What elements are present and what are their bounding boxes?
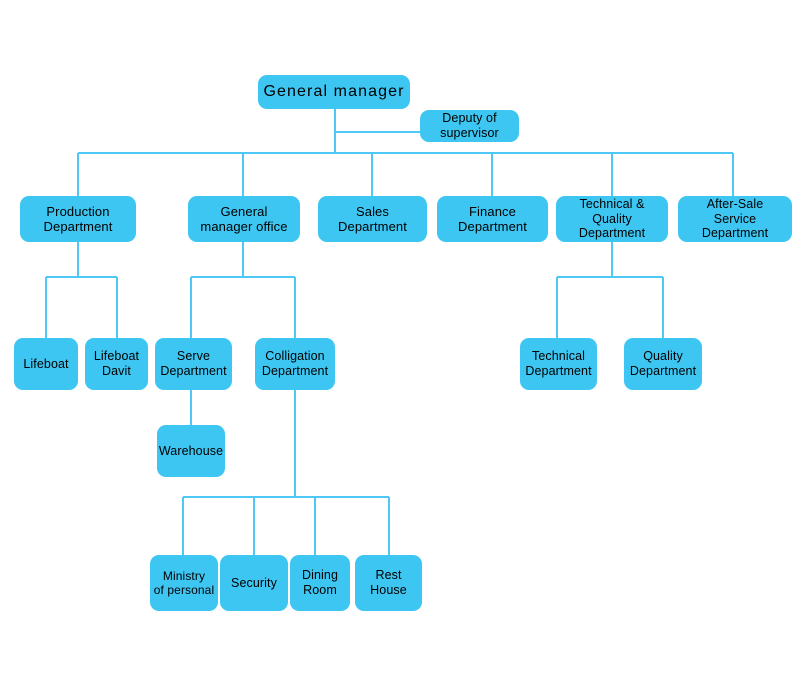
- node-quality-department-label: Quality Department: [629, 349, 697, 378]
- node-rest-house[interactable]: Rest House: [355, 555, 422, 611]
- node-general-manager-office-label: General manager office: [200, 203, 288, 234]
- node-general-manager-label: General manager: [263, 82, 405, 100]
- node-ministry-of-personal-label: Ministry of personal: [153, 568, 215, 597]
- node-colligation-department[interactable]: Colligation Department: [255, 338, 335, 390]
- node-security[interactable]: Security: [220, 555, 288, 611]
- node-lifeboat-davit[interactable]: Lifeboat Davit: [85, 338, 148, 390]
- node-general-manager-office[interactable]: General manager office: [188, 196, 300, 242]
- node-dining-room-label: Dining Room: [301, 568, 339, 597]
- node-dining-room[interactable]: Dining Room: [290, 555, 350, 611]
- node-colligation-department-label: Colligation Department: [261, 349, 329, 378]
- node-technical-department[interactable]: Technical Department: [520, 338, 597, 390]
- node-lifeboat-label: Lifeboat: [23, 356, 69, 371]
- node-finance-department-label: Finance Department: [458, 203, 527, 234]
- node-warehouse[interactable]: Warehouse: [157, 425, 225, 477]
- node-quality-department[interactable]: Quality Department: [624, 338, 702, 390]
- node-production-department[interactable]: Production Department: [20, 196, 136, 242]
- node-technical-department-label: Technical Department: [525, 349, 592, 378]
- node-lifeboat-davit-label: Lifeboat Davit: [93, 349, 140, 378]
- node-finance-department[interactable]: Finance Department: [437, 196, 548, 242]
- node-sales-department-label: Sales Department: [338, 203, 407, 234]
- node-ministry-of-personal[interactable]: Ministry of personal: [150, 555, 218, 611]
- node-warehouse-label: Warehouse: [158, 443, 224, 458]
- node-rest-house-label: Rest House: [370, 568, 407, 597]
- node-lifeboat[interactable]: Lifeboat: [14, 338, 78, 390]
- node-serve-department-label: Serve Department: [160, 349, 227, 378]
- node-sales-department[interactable]: Sales Department: [318, 196, 427, 242]
- node-general-manager[interactable]: General manager: [258, 75, 410, 109]
- node-technical-quality-department[interactable]: Technical & Quality Department: [556, 196, 668, 242]
- node-deputy-of-supervisor[interactable]: Deputy of supervisor: [420, 110, 519, 142]
- node-after-sale-service-department-label: After-Sale Service Department: [701, 196, 769, 241]
- node-serve-department[interactable]: Serve Department: [155, 338, 232, 390]
- node-security-label: Security: [231, 575, 277, 590]
- node-after-sale-service-department[interactable]: After-Sale Service Department: [678, 196, 792, 242]
- node-technical-quality-department-label: Technical & Quality Department: [578, 196, 646, 241]
- node-deputy-of-supervisor-label: Deputy of supervisor: [440, 111, 499, 140]
- node-production-department-label: Production Department: [43, 203, 113, 234]
